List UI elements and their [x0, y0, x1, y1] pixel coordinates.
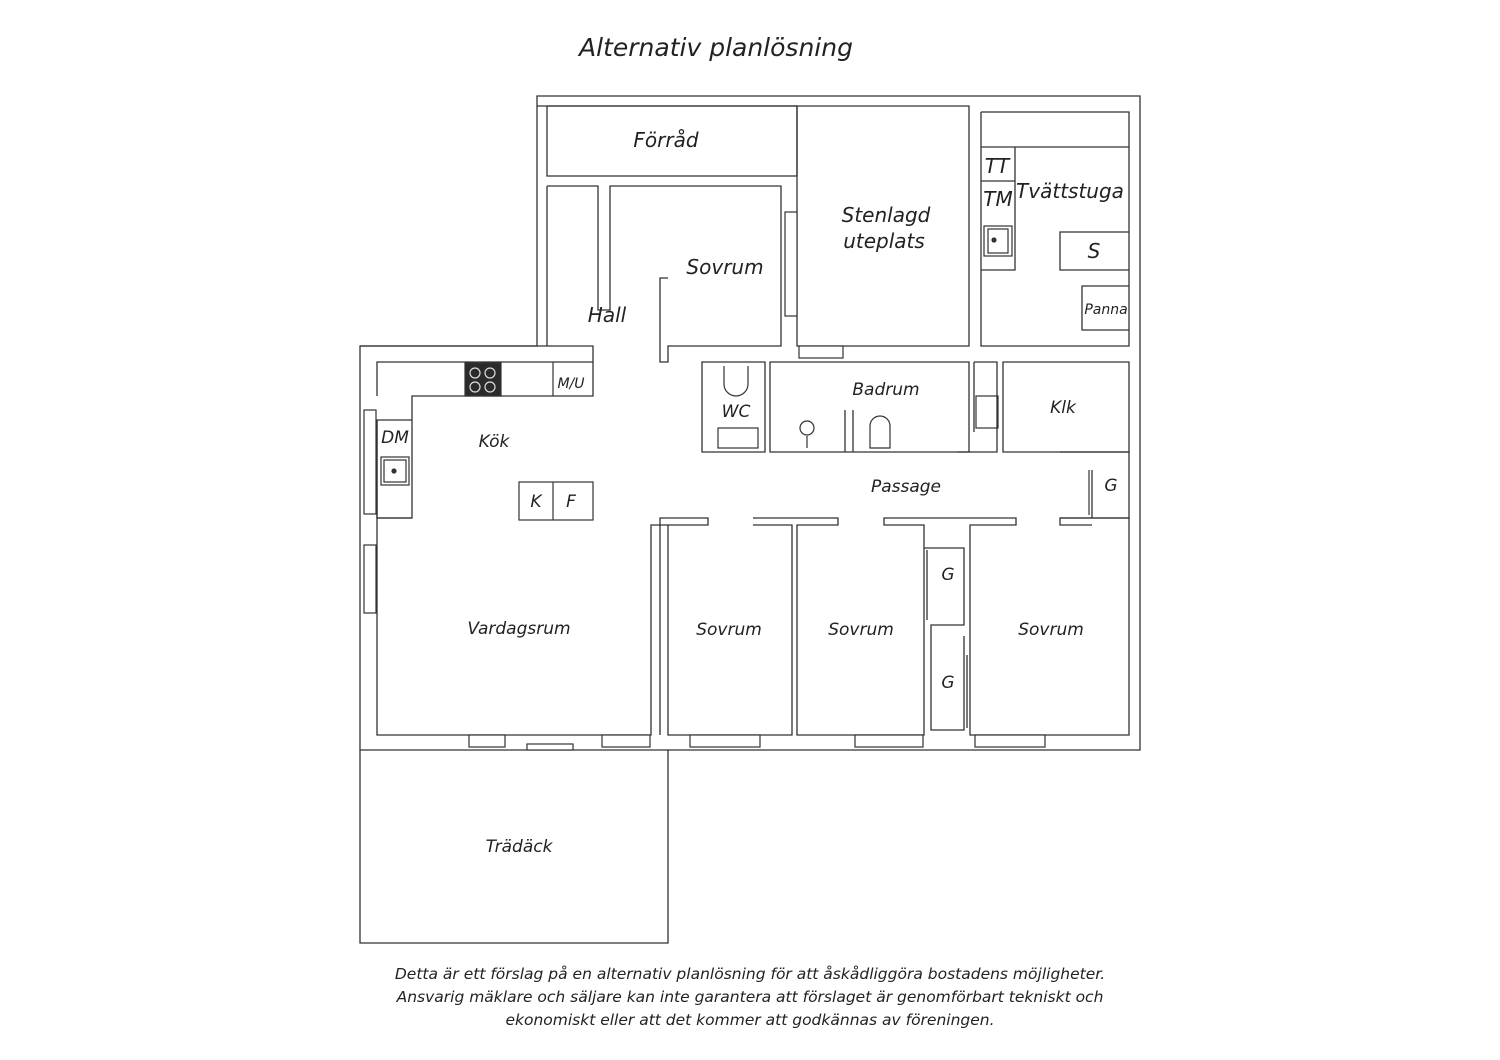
- label-g-mid-bottom: G: [941, 673, 954, 693]
- disclaimer-line-3: ekonomiskt eller att det kommer att godk…: [505, 1011, 995, 1029]
- walls: [359, 95, 1141, 944]
- label-hall: Hall: [588, 303, 627, 327]
- label-tm: TM: [983, 187, 1012, 211]
- window: [854, 734, 924, 748]
- g-closet-middle: [924, 547, 965, 731]
- label-stenlagd-1: Stenlagd: [842, 203, 931, 227]
- label-sovrum-1: Sovrum: [696, 620, 762, 640]
- label-klk: Klk: [1050, 398, 1077, 418]
- stove-icon: [464, 362, 502, 397]
- disclaimer-line-1: Detta är ett förslag på en alternativ pl…: [394, 965, 1106, 983]
- window: [363, 544, 377, 614]
- label-mu: M/U: [557, 376, 584, 392]
- g-closet-passage: [1060, 451, 1130, 519]
- label-passage: Passage: [871, 477, 941, 497]
- disclaimer: Detta är ett förslag på en alternativ pl…: [330, 963, 1170, 1032]
- windows: [363, 211, 1046, 751]
- label-tvattstuga: Tvättstuga: [1016, 179, 1124, 203]
- window: [363, 409, 377, 515]
- label-sovrum-top: Sovrum: [686, 255, 763, 279]
- window: [974, 734, 1046, 748]
- wc-sink-icon: [717, 427, 759, 449]
- window: [784, 211, 798, 317]
- label-wc: WC: [722, 402, 751, 422]
- plan-title: Alternativ planlösning: [577, 33, 853, 62]
- toilet-icon: [723, 366, 749, 397]
- label-vardagsrum: Vardagsrum: [467, 619, 570, 639]
- balcony-door: [526, 743, 574, 751]
- label-f: F: [566, 492, 576, 512]
- label-tradack: Trädäck: [486, 837, 554, 857]
- fixtures: [380, 225, 1090, 521]
- window: [798, 345, 844, 359]
- kitchen-island: [518, 481, 594, 521]
- label-s: S: [1088, 239, 1101, 263]
- laundry-sink-icon: [983, 225, 1013, 257]
- sovrum1-wall: [667, 524, 793, 736]
- shower-icon: [799, 420, 815, 436]
- tvattstuga-wall: [980, 111, 1130, 347]
- tradack-outline: [359, 750, 669, 944]
- room-labels: Förråd Stenlagd uteplats Tvättstuga TT T…: [381, 128, 1128, 857]
- label-kok: Kök: [479, 432, 511, 452]
- label-stenlagd-2: uteplats: [843, 229, 925, 253]
- wc-wall: [701, 361, 766, 453]
- label-forrad: Förråd: [633, 128, 698, 152]
- label-dm: DM: [381, 428, 409, 448]
- label-tt: TT: [985, 154, 1011, 178]
- label-g-mid-top: G: [941, 565, 954, 585]
- window: [468, 734, 506, 748]
- label-badrum: Badrum: [852, 380, 919, 400]
- sink-room-wall: [958, 361, 998, 453]
- window: [689, 734, 761, 748]
- bedroom-walls: [376, 517, 1130, 736]
- bath-sink-icon: [975, 395, 999, 429]
- disclaimer-line-2: Ansvarig mäklare och säljare kan inte ga…: [396, 988, 1104, 1006]
- label-panna: Panna: [1084, 302, 1127, 318]
- label-k: K: [530, 492, 543, 512]
- kitchen-sink-icon: [380, 456, 410, 486]
- label-sovrum-3: Sovrum: [1018, 620, 1084, 640]
- label-g-passage: G: [1104, 476, 1117, 496]
- label-sovrum-2: Sovrum: [828, 620, 894, 640]
- bath-toilet-icon: [869, 415, 891, 449]
- window: [601, 734, 651, 748]
